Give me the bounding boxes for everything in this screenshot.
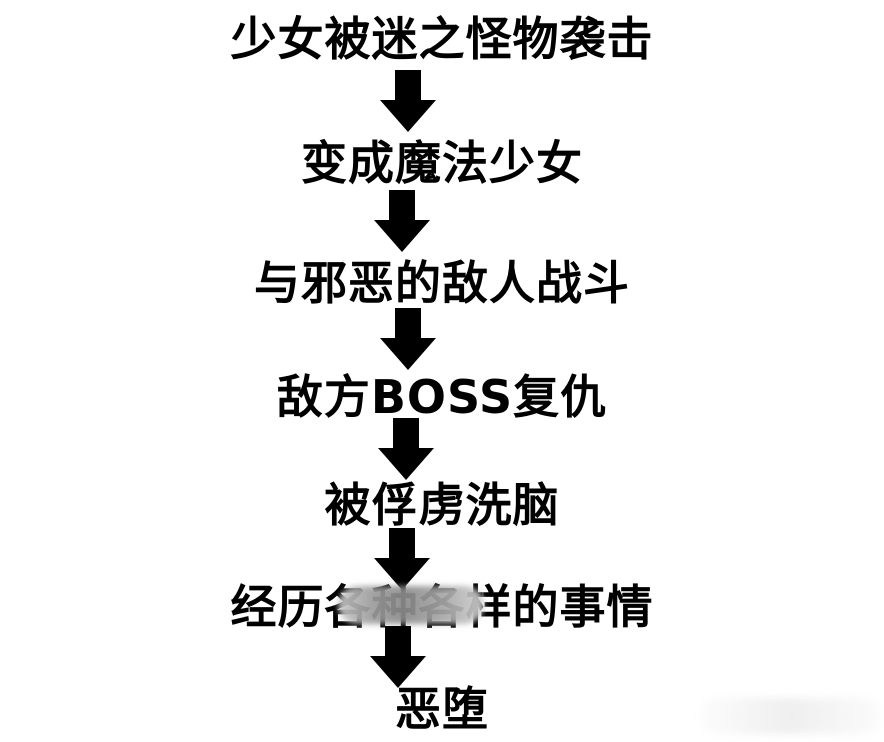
down-arrow-icon (376, 418, 436, 482)
down-arrow-icon (378, 308, 438, 372)
down-arrow-icon (368, 626, 428, 690)
step-5-text: 被俘虏洗脑 (324, 478, 560, 532)
blurred-text-mask (338, 586, 484, 624)
watermark (700, 698, 880, 734)
step-7-text: 恶堕 (395, 682, 489, 736)
down-arrow-icon (378, 70, 438, 134)
step-1-text: 少女被迷之怪物袭击 (230, 12, 654, 66)
step-2-text: 变成魔法少女 (301, 136, 583, 190)
step-4-text: 敌方BOSS复仇 (276, 370, 608, 424)
down-arrow-icon (372, 190, 432, 254)
down-arrow-icon (372, 528, 432, 592)
step-3-text: 与邪恶的敌人战斗 (254, 256, 630, 310)
